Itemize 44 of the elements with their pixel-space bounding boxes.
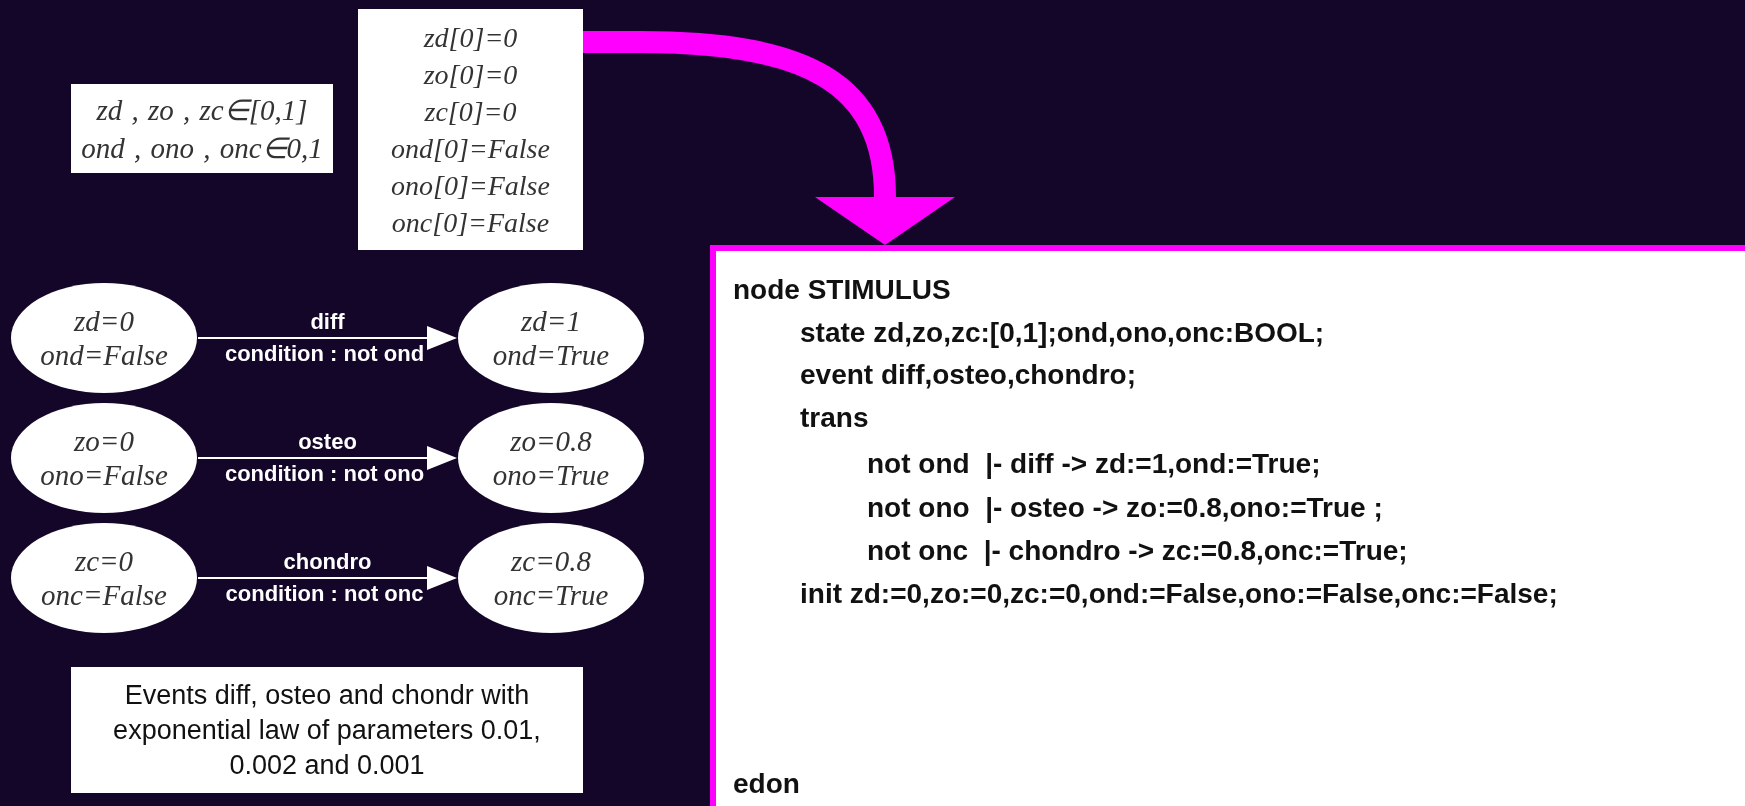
state-formula: ond=True	[492, 338, 610, 372]
formula: zc[0]=0	[424, 94, 517, 129]
formula: ono[0]=False	[391, 168, 550, 203]
condition-label: condition : not ono	[224, 461, 425, 487]
formula: zd , zo , zc∈[0,1]	[96, 92, 308, 128]
state-formula: ono=False	[40, 458, 168, 492]
state-formula: zc=0.8	[511, 544, 591, 578]
formula: ond[0]=False	[391, 131, 550, 166]
arrow	[197, 326, 457, 350]
formula: zd[0]=0	[423, 20, 518, 55]
code-line: not ond |- diff -> zd:=1,ond:=True;	[867, 447, 1321, 481]
state-formula: zo=0.8	[510, 424, 592, 458]
state-formula: ond=False	[40, 338, 168, 372]
state-formula: zd=0	[74, 304, 134, 338]
code-line: init zd:=0,zo:=0,zc:=0,ond:=False,ono:=False,onc:=False;	[800, 577, 1558, 611]
state-formula: onc=False	[41, 578, 167, 612]
state-formula: onc=True	[493, 578, 609, 612]
formula: ond , ono , onc∈0,1	[81, 130, 323, 166]
code-line: not ono |- osteo -> zo:=0.8,ono:=True ;	[867, 491, 1383, 525]
state-formula: zc=0	[74, 544, 134, 578]
code-line: state zd,zo,zc:[0,1];ond,ono,onc:BOOL;	[800, 316, 1325, 350]
formula-box	[71, 84, 333, 173]
arrow	[583, 31, 955, 245]
edge-label: chondro	[283, 549, 372, 575]
edge-label: osteo	[298, 429, 357, 455]
code-line: event diff,osteo,chondro;	[800, 358, 1136, 392]
code-panel	[710, 245, 1745, 806]
code-line: not onc |- chondro -> zc:=0.8,onc:=True;	[867, 534, 1408, 568]
note-text: Events diff, osteo and chondr with exponential law of parameters 0.01, 0.002 and 0.001	[112, 678, 542, 782]
code-line: node STIMULUS	[733, 273, 951, 307]
edge-label: diff	[310, 309, 345, 335]
formula: zo[0]=0	[423, 57, 518, 92]
state-formula: ono=True	[492, 458, 610, 492]
formula-box	[358, 9, 583, 250]
state-formula: zd=1	[521, 304, 581, 338]
condition-label: condition : not onc	[225, 581, 424, 607]
arrow	[197, 566, 457, 590]
arrow	[197, 446, 457, 470]
code-line: edon	[733, 767, 800, 801]
state-formula: zo=0	[74, 424, 134, 458]
note-box	[71, 667, 583, 793]
condition-label: condition : not ond	[224, 341, 425, 367]
code-line: trans	[800, 401, 869, 435]
formula: onc[0]=False	[391, 205, 550, 240]
